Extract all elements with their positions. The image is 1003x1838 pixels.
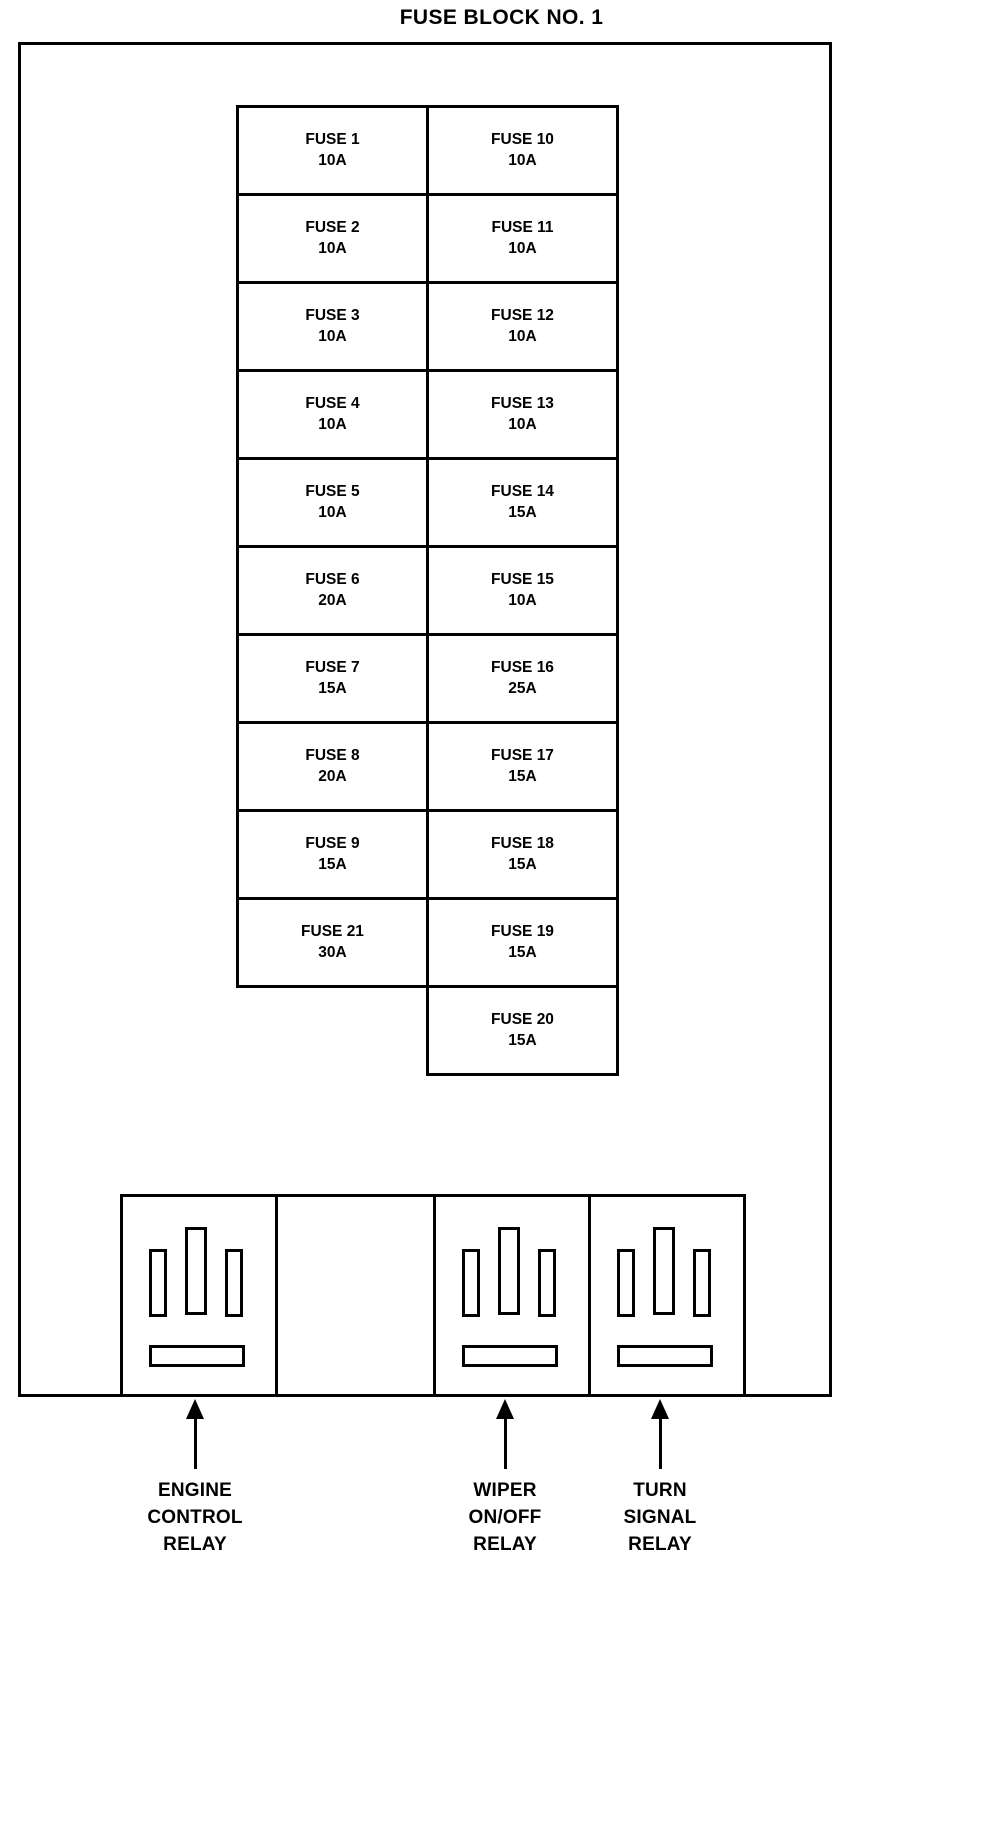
relay-pin-right-icon xyxy=(225,1249,243,1317)
fuse-cell[interactable]: FUSE 8 20A xyxy=(236,721,429,812)
fuse-name: FUSE 6 xyxy=(305,571,360,589)
relay-pin-right-icon xyxy=(693,1249,711,1317)
relay-strip xyxy=(120,1194,746,1397)
fuse-cell[interactable]: FUSE 10 10A xyxy=(426,105,619,196)
fuse-name: FUSE 11 xyxy=(491,219,554,237)
fuse-name: FUSE 17 xyxy=(491,747,554,765)
page-title: FUSE BLOCK NO. 1 xyxy=(399,6,604,29)
fuse-name: FUSE 21 xyxy=(301,923,364,941)
fuse-rating: 10A xyxy=(318,327,347,345)
fuse-name: FUSE 12 xyxy=(491,307,554,325)
fuse-name: FUSE 13 xyxy=(491,395,554,413)
fuse-name: FUSE 4 xyxy=(305,395,360,413)
relay-pin-bottom-icon xyxy=(462,1345,558,1367)
fuse-name: FUSE 2 xyxy=(305,219,360,237)
fuse-cell[interactable]: FUSE 13 10A xyxy=(426,369,619,460)
fuse-rating: 15A xyxy=(508,767,537,785)
fuse-rating: 15A xyxy=(508,503,537,521)
fuse-cell[interactable]: FUSE 2 10A xyxy=(236,193,429,284)
relay-socket-wiper-on-off[interactable] xyxy=(433,1194,591,1397)
fuse-cell[interactable]: FUSE 20 15A xyxy=(426,985,619,1076)
fuse-cell[interactable]: FUSE 6 20A xyxy=(236,545,429,636)
fuse-rating: 20A xyxy=(318,767,347,785)
relay-label-wiper-on-off: WIPER ON/OFF RELAY xyxy=(405,1478,605,1559)
fuse-rating: 15A xyxy=(508,1031,537,1049)
relay-label-line: ENGINE xyxy=(157,1480,233,1501)
fuse-name: FUSE 3 xyxy=(305,307,360,325)
fuse-rating: 10A xyxy=(508,327,537,345)
fuse-name: FUSE 15 xyxy=(491,571,554,589)
fuse-cell[interactable]: FUSE 18 15A xyxy=(426,809,619,900)
fuse-name: FUSE 16 xyxy=(491,659,554,677)
fuse-cell[interactable]: FUSE 9 15A xyxy=(236,809,429,900)
relay-socket-engine-control[interactable] xyxy=(120,1194,278,1397)
fuse-cell[interactable]: FUSE 11 10A xyxy=(426,193,619,284)
fuse-cell[interactable]: FUSE 15 10A xyxy=(426,545,619,636)
fuse-cell[interactable]: FUSE 1 10A xyxy=(236,105,429,196)
fuse-name: FUSE 8 xyxy=(305,747,360,765)
fuse-rating: 10A xyxy=(508,151,537,169)
relay-pin-left-icon xyxy=(462,1249,480,1317)
relay-pin-left-icon xyxy=(617,1249,635,1317)
fuse-rating: 10A xyxy=(318,415,347,433)
fuse-rating: 10A xyxy=(318,239,347,257)
fuse-column-right: FUSE 10 10A FUSE 11 10A FUSE 12 10A FUSE 13 10A… xyxy=(426,105,619,1076)
relay-label-line: RELAY xyxy=(628,1533,692,1555)
fuse-name: FUSE 9 xyxy=(305,835,360,853)
fuse-rating: 20A xyxy=(318,591,347,609)
relay-pin-bottom-icon xyxy=(617,1345,713,1367)
fuse-rating: 10A xyxy=(508,239,537,257)
relay-pin-center-icon xyxy=(653,1227,675,1315)
fuse-cell[interactable]: FUSE 17 15A xyxy=(426,721,619,812)
fuse-rating: 10A xyxy=(508,591,537,609)
fuse-name: FUSE 7 xyxy=(305,659,360,677)
relay-pin-center-icon xyxy=(185,1227,207,1315)
fuse-cell[interactable]: FUSE 16 25A xyxy=(426,633,619,724)
fuse-rating: 15A xyxy=(508,943,537,961)
fuse-name: FUSE 14 xyxy=(491,483,554,501)
fuse-name: FUSE 10 xyxy=(491,131,554,149)
relay-label-turn-signal: TURN SIGNAL RELAY xyxy=(560,1478,760,1559)
relay-pin-bottom-icon xyxy=(149,1345,245,1367)
fuse-name: FUSE 19 xyxy=(491,923,554,941)
fuse-rating: 10A xyxy=(318,151,347,169)
relay-label-line: ON/OFF xyxy=(468,1506,542,1528)
fuse-rating: 15A xyxy=(318,679,347,697)
relay-label-line: RELAY xyxy=(163,1533,227,1555)
fuse-rating: 15A xyxy=(508,855,537,873)
fuse-cell[interactable]: FUSE 19 15A xyxy=(426,897,619,988)
fuse-cell[interactable]: FUSE 14 15A xyxy=(426,457,619,548)
relay-pin-right-icon xyxy=(538,1249,556,1317)
fuse-name: FUSE 18 xyxy=(491,835,554,853)
fuse-rating: 30A xyxy=(318,943,347,961)
fuse-name: FUSE 1 xyxy=(305,131,360,149)
relay-pin-center-icon xyxy=(498,1227,520,1315)
relay-label-line: WIPER xyxy=(473,1480,537,1501)
relay-label-line: CONTROL xyxy=(147,1506,243,1528)
fuse-cell[interactable]: FUSE 12 10A xyxy=(426,281,619,372)
fuse-rating: 10A xyxy=(508,415,537,433)
fuse-name: FUSE 5 xyxy=(305,483,360,501)
fuse-rating: 15A xyxy=(318,855,347,873)
relay-socket-turn-signal[interactable] xyxy=(588,1194,746,1397)
fuse-cell[interactable]: FUSE 7 15A xyxy=(236,633,429,724)
fuse-rating: 10A xyxy=(318,503,347,521)
fuse-rating: 25A xyxy=(508,679,537,697)
relay-label-line: RELAY xyxy=(473,1533,537,1555)
fuse-cell[interactable]: FUSE 4 10A xyxy=(236,369,429,460)
relay-pin-left-icon xyxy=(149,1249,167,1317)
relay-label-line: SIGNAL xyxy=(623,1506,697,1528)
fuse-cell[interactable]: FUSE 5 10A xyxy=(236,457,429,548)
fuse-name: FUSE 20 xyxy=(491,1011,554,1029)
relay-label-line: TURN xyxy=(633,1480,687,1501)
fuse-cell[interactable]: FUSE 21 30A xyxy=(236,897,429,988)
fuse-cell[interactable]: FUSE 3 10A xyxy=(236,281,429,372)
relay-label-engine-control: ENGINE CONTROL RELAY xyxy=(95,1478,295,1559)
